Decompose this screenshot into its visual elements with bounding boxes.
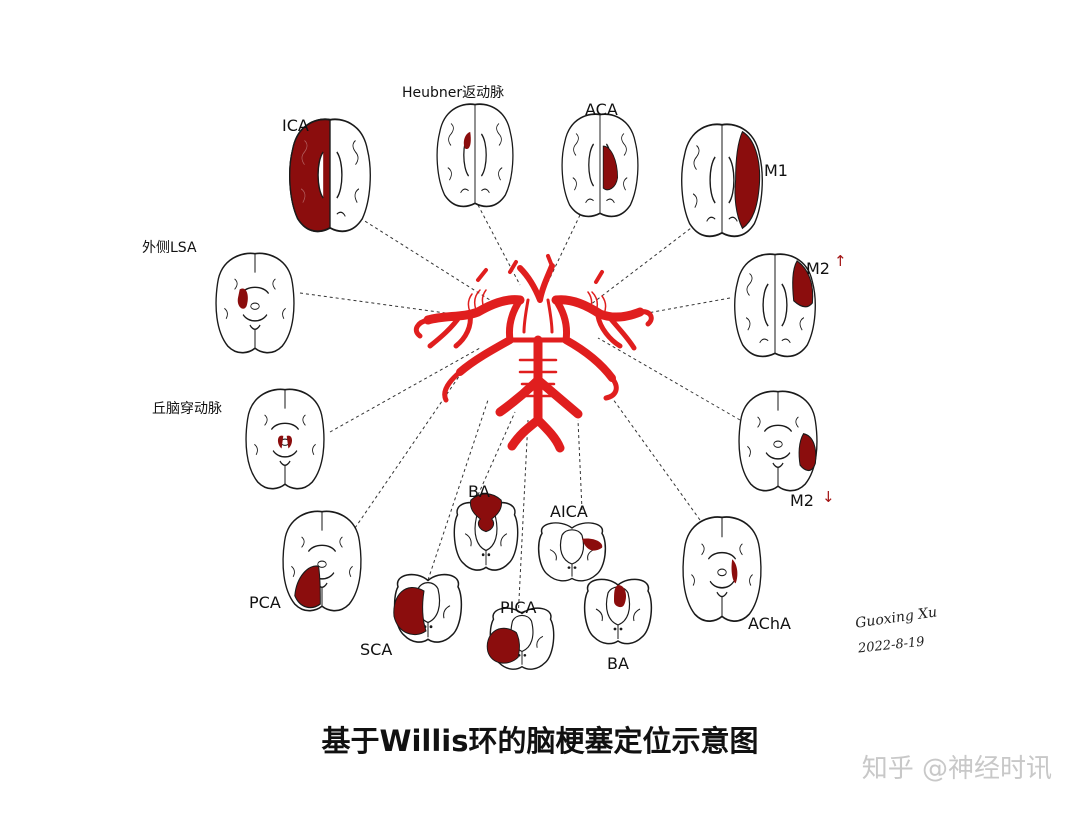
label-pica: PICA [500, 598, 537, 617]
leader-lines [299, 204, 741, 621]
brainstem-ba-bottom [583, 578, 653, 645]
label-thalamoperforating: 丘脑穿动脉 [152, 401, 222, 417]
brain-m2-lower [738, 390, 818, 492]
label-aica: AICA [550, 502, 588, 521]
label-lsa: 外侧LSA [142, 240, 197, 256]
brain-ica [288, 118, 372, 233]
brain-m1 [680, 123, 764, 238]
brainstem-ba-top [453, 493, 519, 571]
label-aca: ACA [585, 100, 618, 119]
brain-acha [682, 516, 762, 622]
watermark: 知乎 @神经时讯 [861, 754, 1052, 784]
brain-thalamoperforating [245, 388, 325, 490]
brain-heubner [436, 103, 514, 208]
label-m2-lower: M2 [790, 491, 814, 510]
brain-aca [561, 113, 639, 218]
label-sca: SCA [360, 640, 393, 659]
label-ica: ICA [282, 116, 309, 135]
label-ba-top: BA [468, 482, 490, 501]
label-acha: AChA [748, 614, 791, 633]
label-pca: PCA [249, 593, 281, 612]
brainstem-pica [486, 607, 555, 670]
diagram-caption: 基于Willis环的脑梗塞定位示意图 [321, 724, 759, 758]
label-m1: M1 [764, 161, 788, 180]
brain-pca [282, 510, 362, 612]
brain-m2-upper [733, 253, 817, 358]
brain-lsa [215, 252, 295, 354]
label-heubner: Heubner返动脉 [402, 85, 505, 101]
label-ba-bottom: BA [607, 654, 629, 673]
down-arrow-icon: ↓ [822, 488, 835, 506]
brainstem-sca [393, 573, 463, 643]
label-m2-upper: M2 [806, 259, 830, 278]
brainstem-aica [537, 522, 607, 582]
up-arrow-icon: ↑ [834, 252, 847, 270]
circle-of-willis [413, 254, 654, 453]
